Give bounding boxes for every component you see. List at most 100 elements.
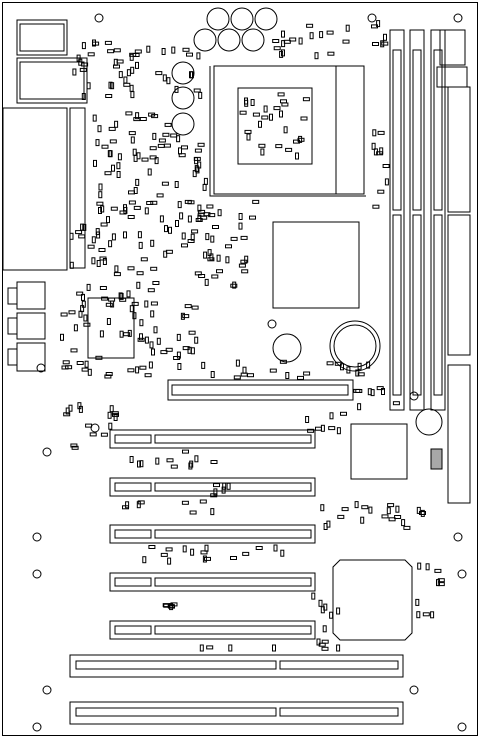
- smd-component: [71, 445, 79, 450]
- smd-component: [191, 305, 199, 310]
- smd-component: [141, 157, 149, 162]
- smd-component: [326, 361, 334, 366]
- smd-component: [273, 106, 281, 111]
- smd-component: [150, 239, 155, 247]
- smd-component: [247, 373, 254, 378]
- smd-component: [337, 514, 345, 519]
- smd-component: [151, 348, 155, 356]
- smd-component: [434, 568, 442, 573]
- smd-component: [110, 206, 118, 211]
- pci-slots: [109, 429, 316, 640]
- smd-component: [323, 603, 328, 611]
- smd-component: [198, 91, 203, 99]
- smd-component: [163, 250, 168, 258]
- smd-component: [98, 207, 102, 214]
- smd-component: [93, 159, 97, 167]
- smd-component: [357, 403, 362, 411]
- smd-component: [372, 204, 380, 209]
- smd-component: [166, 458, 174, 463]
- smd-component: [357, 372, 365, 377]
- smd-component: [147, 168, 152, 176]
- smd-component: [87, 244, 95, 249]
- smd-component: [242, 366, 247, 374]
- smd-component: [416, 506, 421, 514]
- smd-component: [160, 350, 168, 355]
- smd-component: [139, 319, 144, 327]
- smd-component: [125, 111, 133, 116]
- smd-component: [380, 40, 385, 48]
- smd-component: [381, 41, 389, 46]
- smd-component: [240, 372, 248, 377]
- smd-component: [379, 147, 384, 155]
- smd-component: [401, 519, 406, 527]
- smd-component: [382, 164, 390, 168]
- smd-component: [181, 232, 186, 240]
- smd-component: [285, 372, 290, 379]
- smd-component: [353, 388, 361, 393]
- smd-component: [314, 52, 319, 60]
- smd-component: [372, 129, 377, 137]
- smd-component: [239, 110, 247, 115]
- smd-component: [210, 235, 215, 243]
- smd-component: [113, 58, 118, 66]
- smd-component: [127, 368, 135, 373]
- smd-component: [152, 281, 160, 285]
- smd-component: [221, 486, 226, 494]
- smd-component: [281, 30, 285, 38]
- smd-component: [129, 456, 134, 463]
- smd-component: [252, 199, 260, 204]
- smd-component: [233, 375, 241, 380]
- smd-component: [225, 244, 232, 249]
- smd-component: [242, 551, 250, 556]
- smd-component: [85, 423, 93, 428]
- smd-component: [146, 201, 154, 205]
- smd-component: [258, 143, 266, 148]
- dimm-slots: [389, 29, 446, 411]
- smd-component: [336, 644, 341, 652]
- smd-component: [194, 336, 199, 344]
- smd-component: [238, 263, 246, 268]
- edge-connectors: [436, 29, 471, 504]
- smd-component: [297, 137, 305, 142]
- smd-component: [207, 257, 215, 262]
- smd-component: [95, 228, 100, 236]
- smd-component: [190, 347, 195, 355]
- smd-component: [87, 368, 92, 376]
- smd-component: [272, 644, 276, 652]
- smd-component: [206, 204, 214, 209]
- smd-component: [205, 233, 210, 241]
- smd-component: [240, 259, 248, 264]
- smd-component: [137, 231, 142, 239]
- smd-component: [216, 269, 223, 274]
- smd-component: [114, 265, 119, 273]
- smd-component: [203, 251, 208, 259]
- smd-component: [283, 126, 288, 134]
- smd-component: [107, 49, 115, 54]
- smd-component: [139, 117, 147, 121]
- smd-component: [281, 40, 286, 48]
- smd-component: [209, 253, 214, 261]
- smd-component: [189, 460, 194, 468]
- smd-component: [98, 183, 103, 191]
- smd-component: [79, 67, 87, 72]
- smd-component: [315, 426, 322, 431]
- smd-component: [158, 138, 166, 143]
- smd-component: [263, 105, 268, 113]
- smd-component: [417, 562, 422, 570]
- smd-component: [383, 33, 387, 41]
- smd-component: [150, 301, 158, 306]
- smd-component: [201, 361, 206, 369]
- smd-component: [303, 371, 311, 376]
- smd-component: [171, 46, 176, 54]
- smd-component: [198, 274, 206, 278]
- smd-component: [111, 233, 116, 241]
- smd-component: [197, 142, 205, 147]
- cpu-socket: [209, 65, 366, 197]
- smd-component: [100, 205, 105, 213]
- smd-component: [140, 257, 148, 262]
- smd-component: [372, 42, 379, 46]
- smd-component: [78, 234, 86, 239]
- smd-component: [97, 125, 102, 133]
- smd-component: [133, 187, 138, 194]
